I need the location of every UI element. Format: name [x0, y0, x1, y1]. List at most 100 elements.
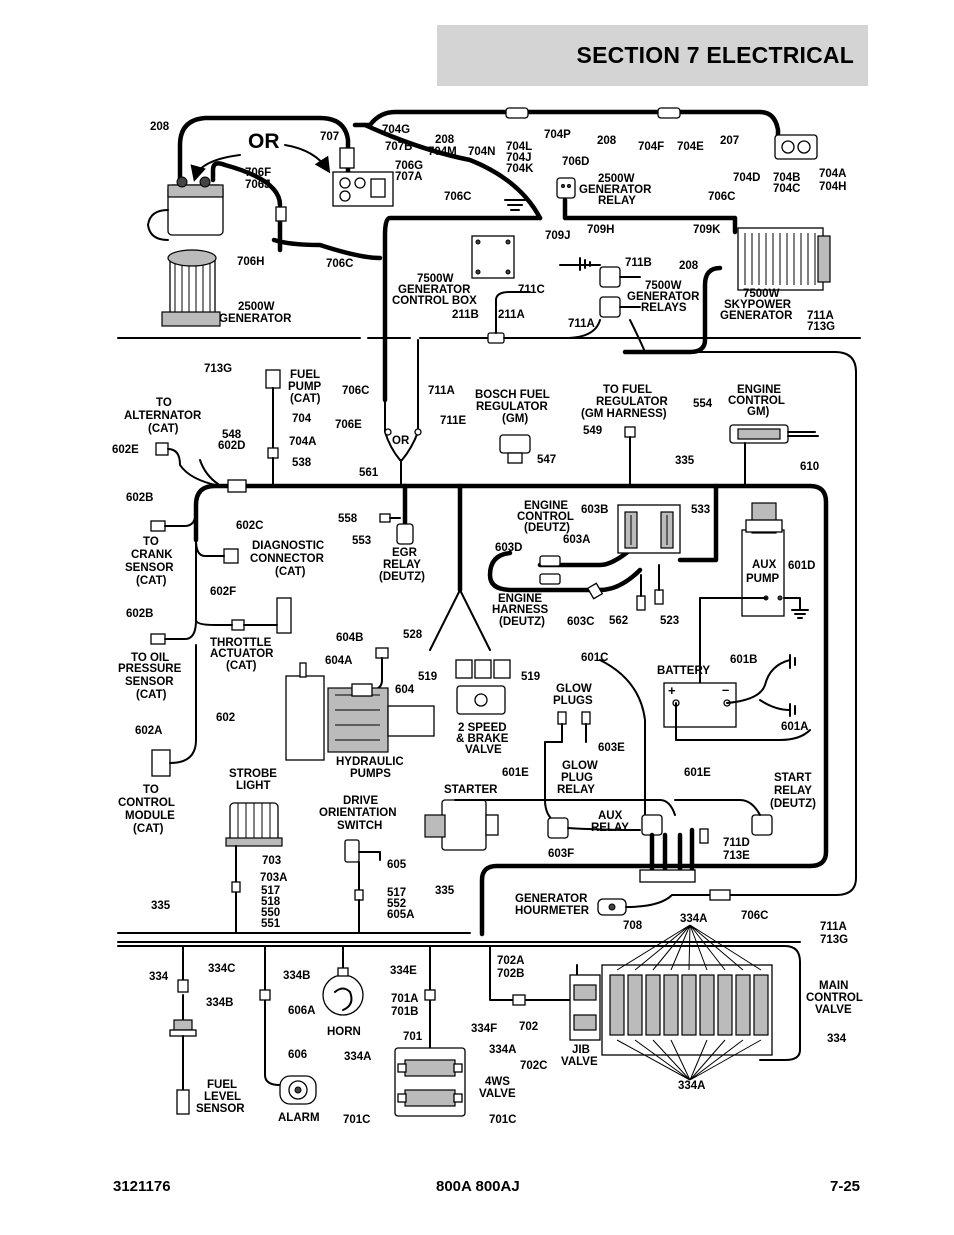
label: 602C [236, 520, 264, 532]
label: 334C [208, 963, 236, 975]
label: (CAT) [275, 566, 306, 578]
label: 701B [391, 1006, 419, 1018]
main-control-valve-icon [601, 924, 773, 1081]
label: 605A [387, 909, 415, 921]
label: 706G [395, 160, 423, 172]
label: 2500W [598, 173, 635, 185]
connector-549-icon [624, 426, 636, 487]
strobe-light-icon [225, 802, 283, 934]
doc-number: 3121176 [113, 1178, 171, 1195]
label: LEVEL [204, 1091, 241, 1103]
label: 713G [204, 363, 232, 375]
label: PLUG [561, 772, 593, 784]
label: HARNESS [492, 604, 549, 616]
connector-548-icon [227, 479, 247, 493]
label: 553 [352, 535, 371, 547]
label: 558 [338, 513, 358, 525]
top-generator-harness [177, 109, 781, 403]
label: ENGINE [498, 593, 542, 605]
label: BOSCH FUEL [475, 389, 550, 401]
label: 704N [468, 146, 496, 158]
label: RELAY [598, 195, 636, 207]
label: TO FUEL [603, 384, 652, 396]
label: 550 [261, 907, 280, 919]
label: THROTTLE [210, 637, 272, 649]
label: & BRAKE [456, 733, 509, 745]
label: 601B [730, 654, 758, 666]
label: 211A [498, 309, 525, 321]
label: GLOW [562, 760, 598, 772]
label: 702B [497, 968, 525, 980]
label: 610 [800, 461, 819, 473]
label: 334B [206, 997, 234, 1009]
label: DRIVE [343, 795, 378, 807]
start-relay-icon [674, 799, 773, 844]
label: TO [143, 536, 159, 548]
label: (CAT) [136, 689, 167, 701]
label: (GM HARNESS) [581, 408, 667, 420]
label: 707A [395, 171, 423, 183]
label: HOURMETER [515, 905, 590, 917]
label: LIGHT [236, 780, 271, 792]
label: 603E [598, 742, 625, 754]
label: 605 [387, 859, 407, 871]
label: 706J [245, 179, 271, 191]
label: SENSOR [125, 562, 174, 574]
label: 334A [678, 1080, 706, 1092]
egr-relay-icon [379, 513, 414, 545]
alarm-icon [279, 1075, 317, 1105]
label: 711C [518, 284, 545, 296]
label: MODULE [125, 810, 175, 822]
label: REGULATOR [476, 401, 548, 413]
label: 704D [733, 172, 761, 184]
generator-hourmeter-icon [597, 889, 731, 916]
label: 604B [336, 632, 364, 644]
model-number: 800A 800AJ [436, 1178, 520, 1195]
label: 602 [216, 712, 235, 724]
label: 528 [403, 629, 423, 641]
label: 704P [544, 129, 571, 141]
label: (CAT) [136, 575, 167, 587]
label: 704B [773, 172, 801, 184]
label: 207 [720, 135, 739, 147]
label: 602A [135, 725, 163, 737]
label: 709H [587, 224, 615, 236]
label: PUMPS [350, 768, 391, 780]
label: GLOW [556, 683, 592, 695]
label: CRANK [131, 549, 173, 561]
label: 334 [149, 971, 169, 983]
ground-strap-601b [726, 654, 796, 717]
main-harness [193, 483, 829, 937]
label: STROBE [229, 768, 277, 780]
separator-line-bottom [117, 932, 801, 943]
label: TO OIL [131, 652, 169, 664]
label: 702 [519, 1021, 538, 1033]
label: OR [248, 130, 280, 153]
label: VALVE [465, 744, 502, 756]
label: 334A [680, 913, 708, 925]
label: 334A [489, 1044, 517, 1056]
label: 706C [708, 191, 736, 203]
label: 603B [581, 504, 609, 516]
engine-control-deutz-icon [617, 504, 681, 554]
connector-211-icon [487, 291, 601, 344]
label: MAIN [819, 980, 848, 992]
label: 706E [335, 419, 362, 431]
label: 704A [819, 168, 847, 180]
relays-7500w-icon [599, 266, 641, 318]
label: 711A [820, 921, 847, 933]
label: 707B [385, 141, 413, 153]
label: SWITCH [337, 820, 382, 832]
label: REGULATOR [596, 396, 668, 408]
label: 603F [548, 848, 574, 860]
label: VALVE [479, 1088, 516, 1100]
fuel-level-sensor-icon [169, 979, 197, 1115]
label: (DEUTZ) [524, 522, 570, 534]
label: 601C [581, 652, 609, 664]
label: 603D [495, 542, 523, 554]
outlet-box-icon [332, 171, 394, 207]
or-arrows [190, 144, 331, 182]
label: 704K [506, 163, 534, 175]
diagnostic-connector-icon [195, 539, 239, 564]
label: 208 [150, 121, 170, 133]
